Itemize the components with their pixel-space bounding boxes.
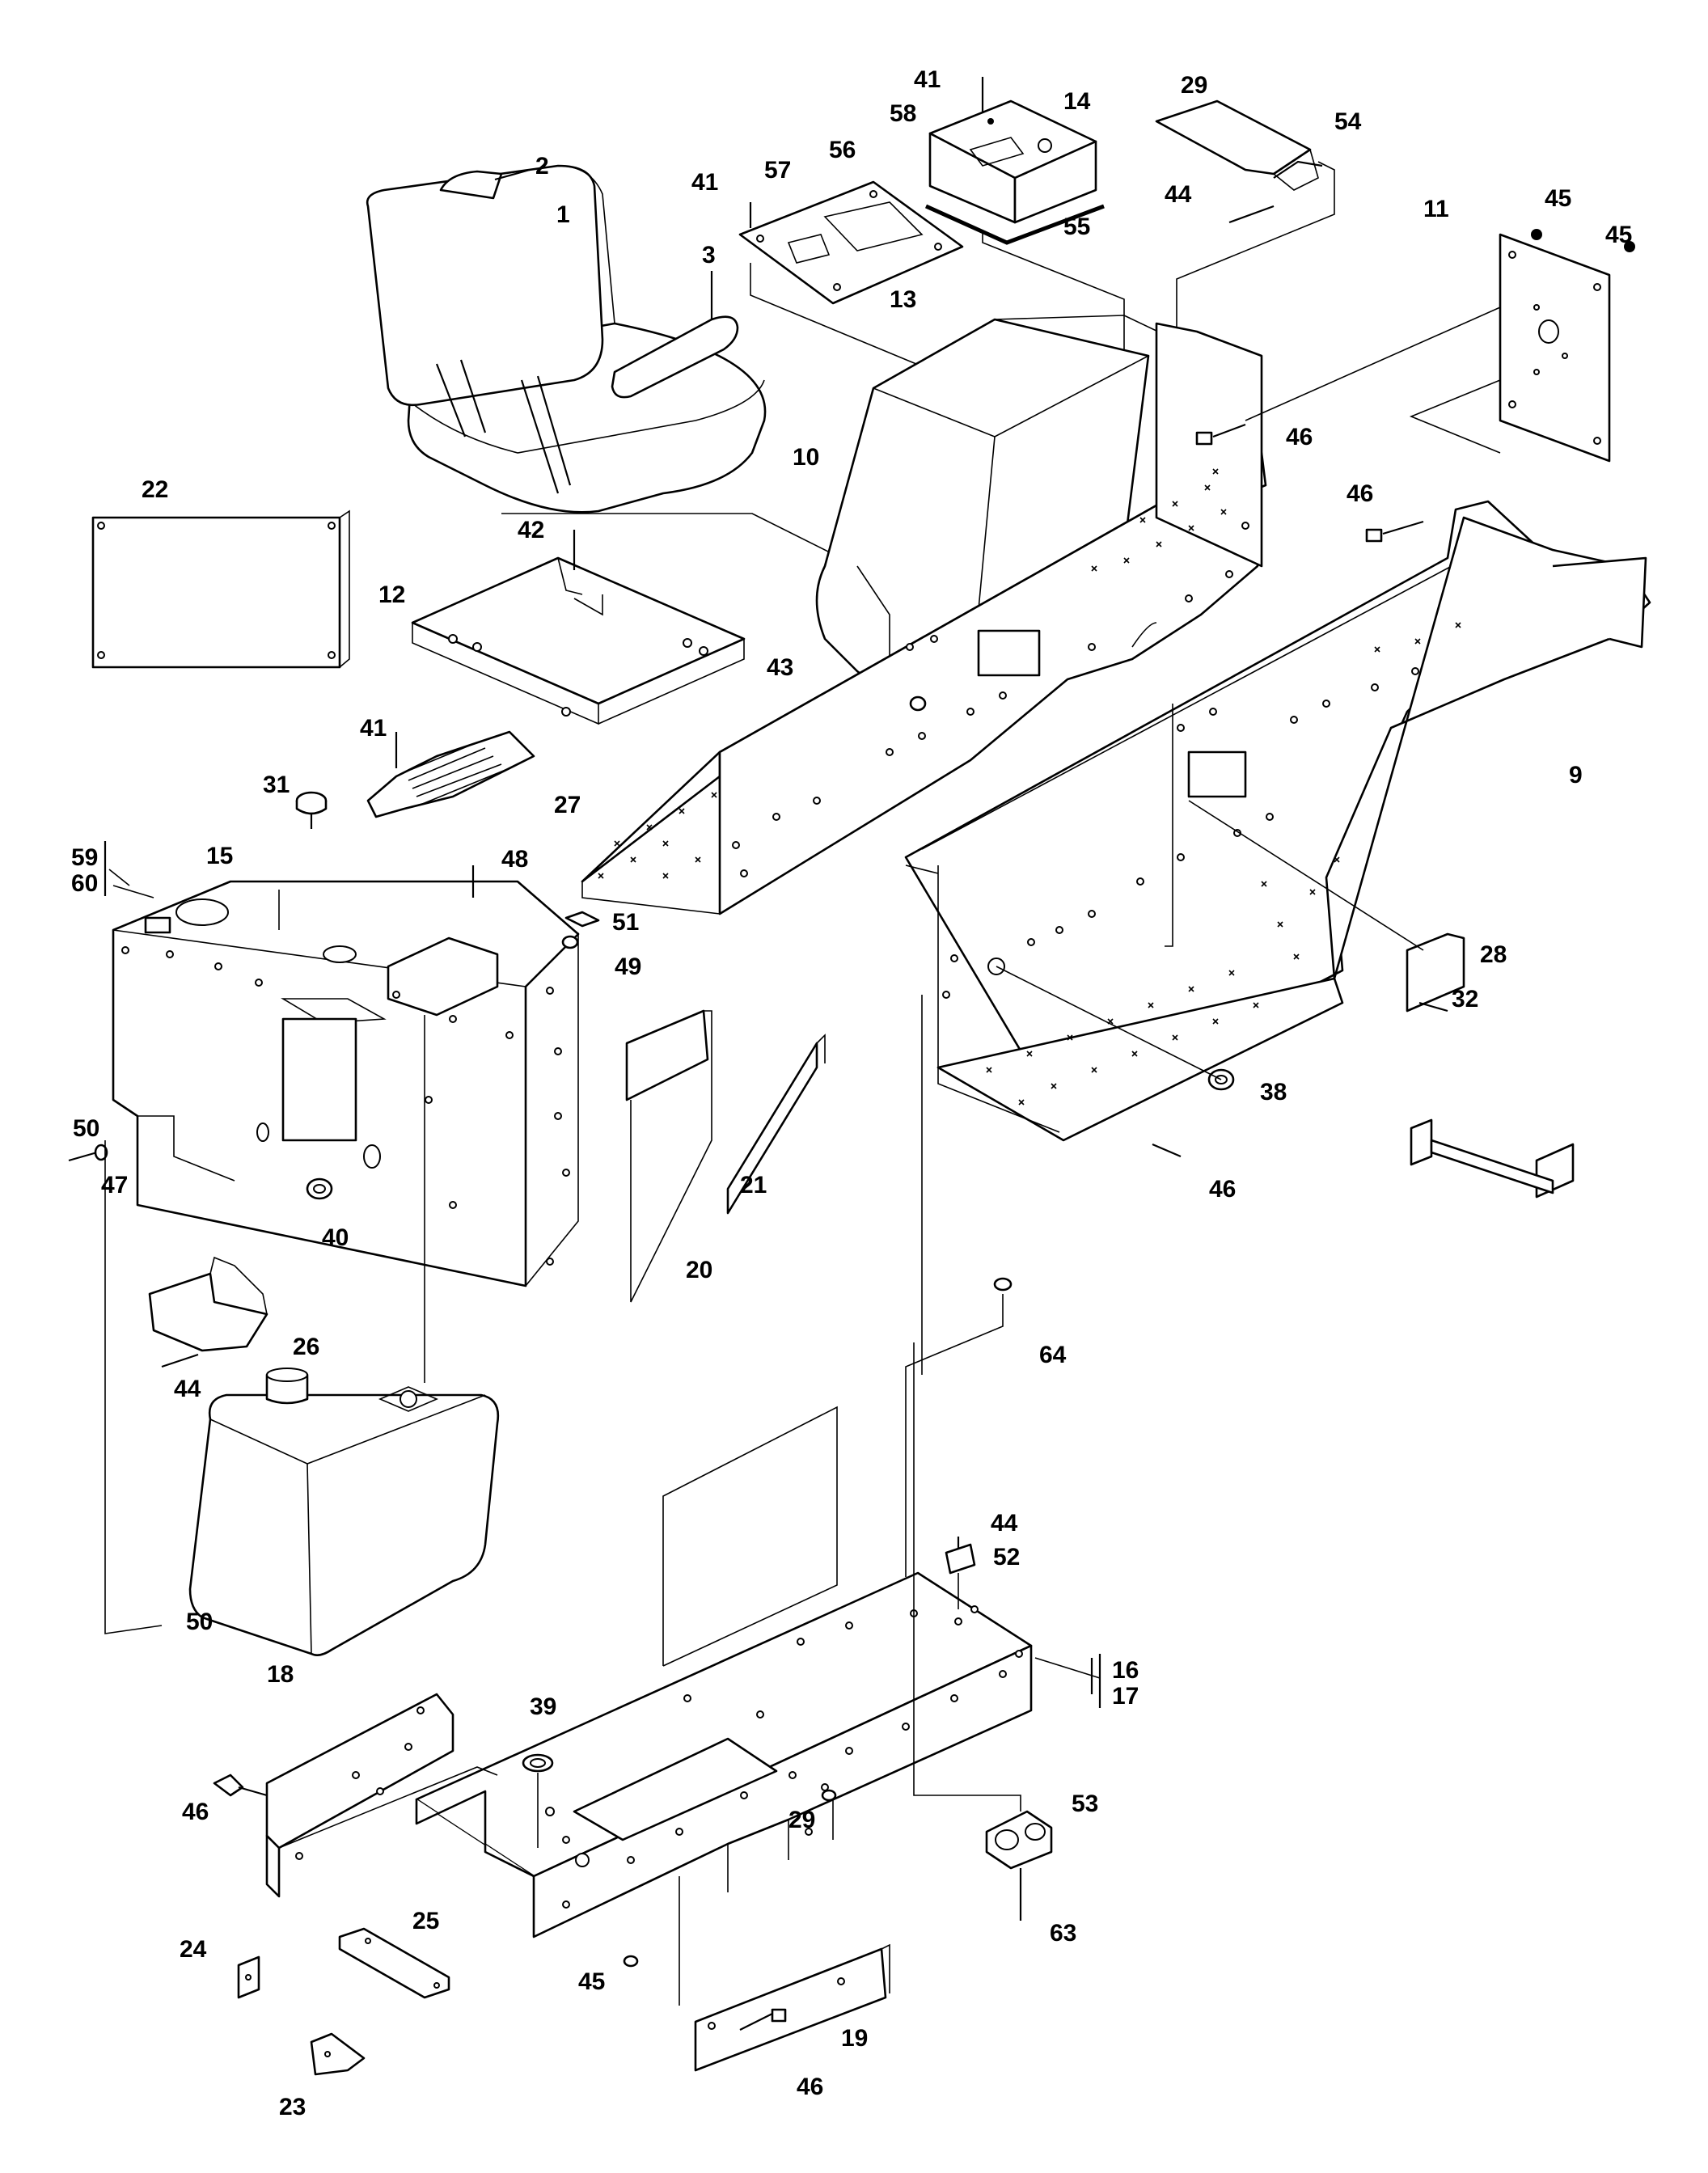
callout-1: 1 — [556, 201, 570, 228]
callout-18: 18 — [267, 1661, 294, 1688]
callout-23: 23 — [279, 2094, 306, 2120]
cover-14 — [924, 77, 1125, 550]
housing-15 — [108, 865, 580, 1287]
callout-43: 43 — [767, 654, 793, 681]
callout-51: 51 — [612, 909, 639, 936]
callout-52: 52 — [993, 1544, 1020, 1571]
callout-19: 19 — [841, 2025, 868, 2052]
guard-27 — [366, 730, 535, 818]
bracket-19 — [679, 1876, 890, 2072]
callout-53: 53 — [1072, 1790, 1098, 1817]
callout-39: 39 — [530, 1693, 556, 1720]
h-bracket — [1410, 1118, 1575, 1199]
callout-21: 21 — [740, 1172, 767, 1199]
callout-32: 32 — [1452, 986, 1478, 1013]
callout-58: 58 — [890, 100, 916, 127]
callout-24: 24 — [180, 1936, 207, 1963]
callout-29: 29 — [788, 1807, 815, 1833]
callout-50: 50 — [73, 1115, 99, 1142]
callout-31: 31 — [263, 772, 290, 798]
frame-right-pan — [904, 500, 1651, 1142]
callout-47: 47 — [101, 1172, 128, 1199]
callout-11: 11 — [1423, 196, 1449, 222]
callout-57: 57 — [764, 157, 791, 184]
callout-41: 41 — [691, 169, 718, 196]
callout-38: 38 — [1260, 1079, 1287, 1106]
callout-28: 28 — [1480, 941, 1507, 968]
callout-16: 16 — [1112, 1657, 1139, 1684]
callout-27: 27 — [554, 792, 581, 818]
callout-48: 48 — [501, 846, 528, 873]
callout-56: 56 — [829, 137, 856, 163]
callout-40: 40 — [322, 1224, 349, 1251]
callout-55: 55 — [1063, 213, 1090, 240]
panel-13 — [738, 180, 964, 380]
callout-54: 54 — [1334, 108, 1362, 135]
callout-25: 25 — [412, 1908, 439, 1934]
callout-26: 26 — [293, 1334, 319, 1360]
callout-41: 41 — [914, 66, 941, 93]
callout-20: 20 — [686, 1257, 712, 1283]
seat-assembly — [366, 164, 767, 514]
panels-20-21 — [625, 1009, 826, 1303]
seat-plate-12 — [411, 530, 746, 725]
callout-9: 9 — [1569, 762, 1583, 788]
callout-15: 15 — [206, 843, 233, 869]
callout-29: 29 — [1181, 72, 1207, 99]
callout-46: 46 — [797, 2074, 823, 2100]
callout-46: 46 — [1286, 424, 1313, 450]
callout-44: 44 — [1165, 181, 1192, 208]
callout-14: 14 — [1063, 88, 1091, 115]
callout-46: 46 — [1209, 1176, 1236, 1203]
callout-41: 41 — [360, 715, 387, 742]
callout-45: 45 — [578, 1968, 605, 1995]
bracket-18 — [213, 1693, 498, 1898]
callout-12: 12 — [378, 581, 405, 608]
callout-44: 44 — [991, 1510, 1018, 1537]
panel-22 — [91, 509, 350, 669]
base-frame-16-17 — [415, 995, 1101, 1938]
callout-60: 60 — [71, 870, 98, 897]
callout-45: 45 — [1545, 185, 1571, 212]
callout-2: 2 — [535, 153, 549, 180]
callout-49: 49 — [615, 953, 641, 980]
callout-63: 63 — [1050, 1920, 1076, 1947]
callout-59: 59 — [71, 844, 98, 871]
callout-64: 64 — [1039, 1342, 1067, 1368]
callout-45: 45 — [1605, 222, 1632, 248]
callout-50: 50 — [186, 1609, 213, 1635]
callout-46: 46 — [182, 1799, 209, 1825]
knob-31 — [295, 791, 328, 829]
callout-17: 17 — [1112, 1683, 1139, 1710]
callout-22: 22 — [142, 476, 168, 503]
callout-labels: 2 1 3 41 41 41 57 56 13 58 14 55 29 54 4… — [71, 66, 1632, 2120]
callout-44: 44 — [174, 1376, 201, 1402]
bracket-26 — [148, 1256, 268, 1368]
callout-3: 3 — [702, 242, 716, 268]
callout-10: 10 — [793, 444, 819, 471]
hydraulic-tank — [188, 1368, 500, 1656]
mounting-plate-11 — [1245, 229, 1635, 463]
bracket-29 — [1155, 99, 1335, 356]
coupler-53 — [913, 1342, 1053, 1921]
callout-42: 42 — [518, 517, 544, 543]
callout-13: 13 — [890, 286, 916, 313]
callout-46: 46 — [1347, 480, 1373, 507]
